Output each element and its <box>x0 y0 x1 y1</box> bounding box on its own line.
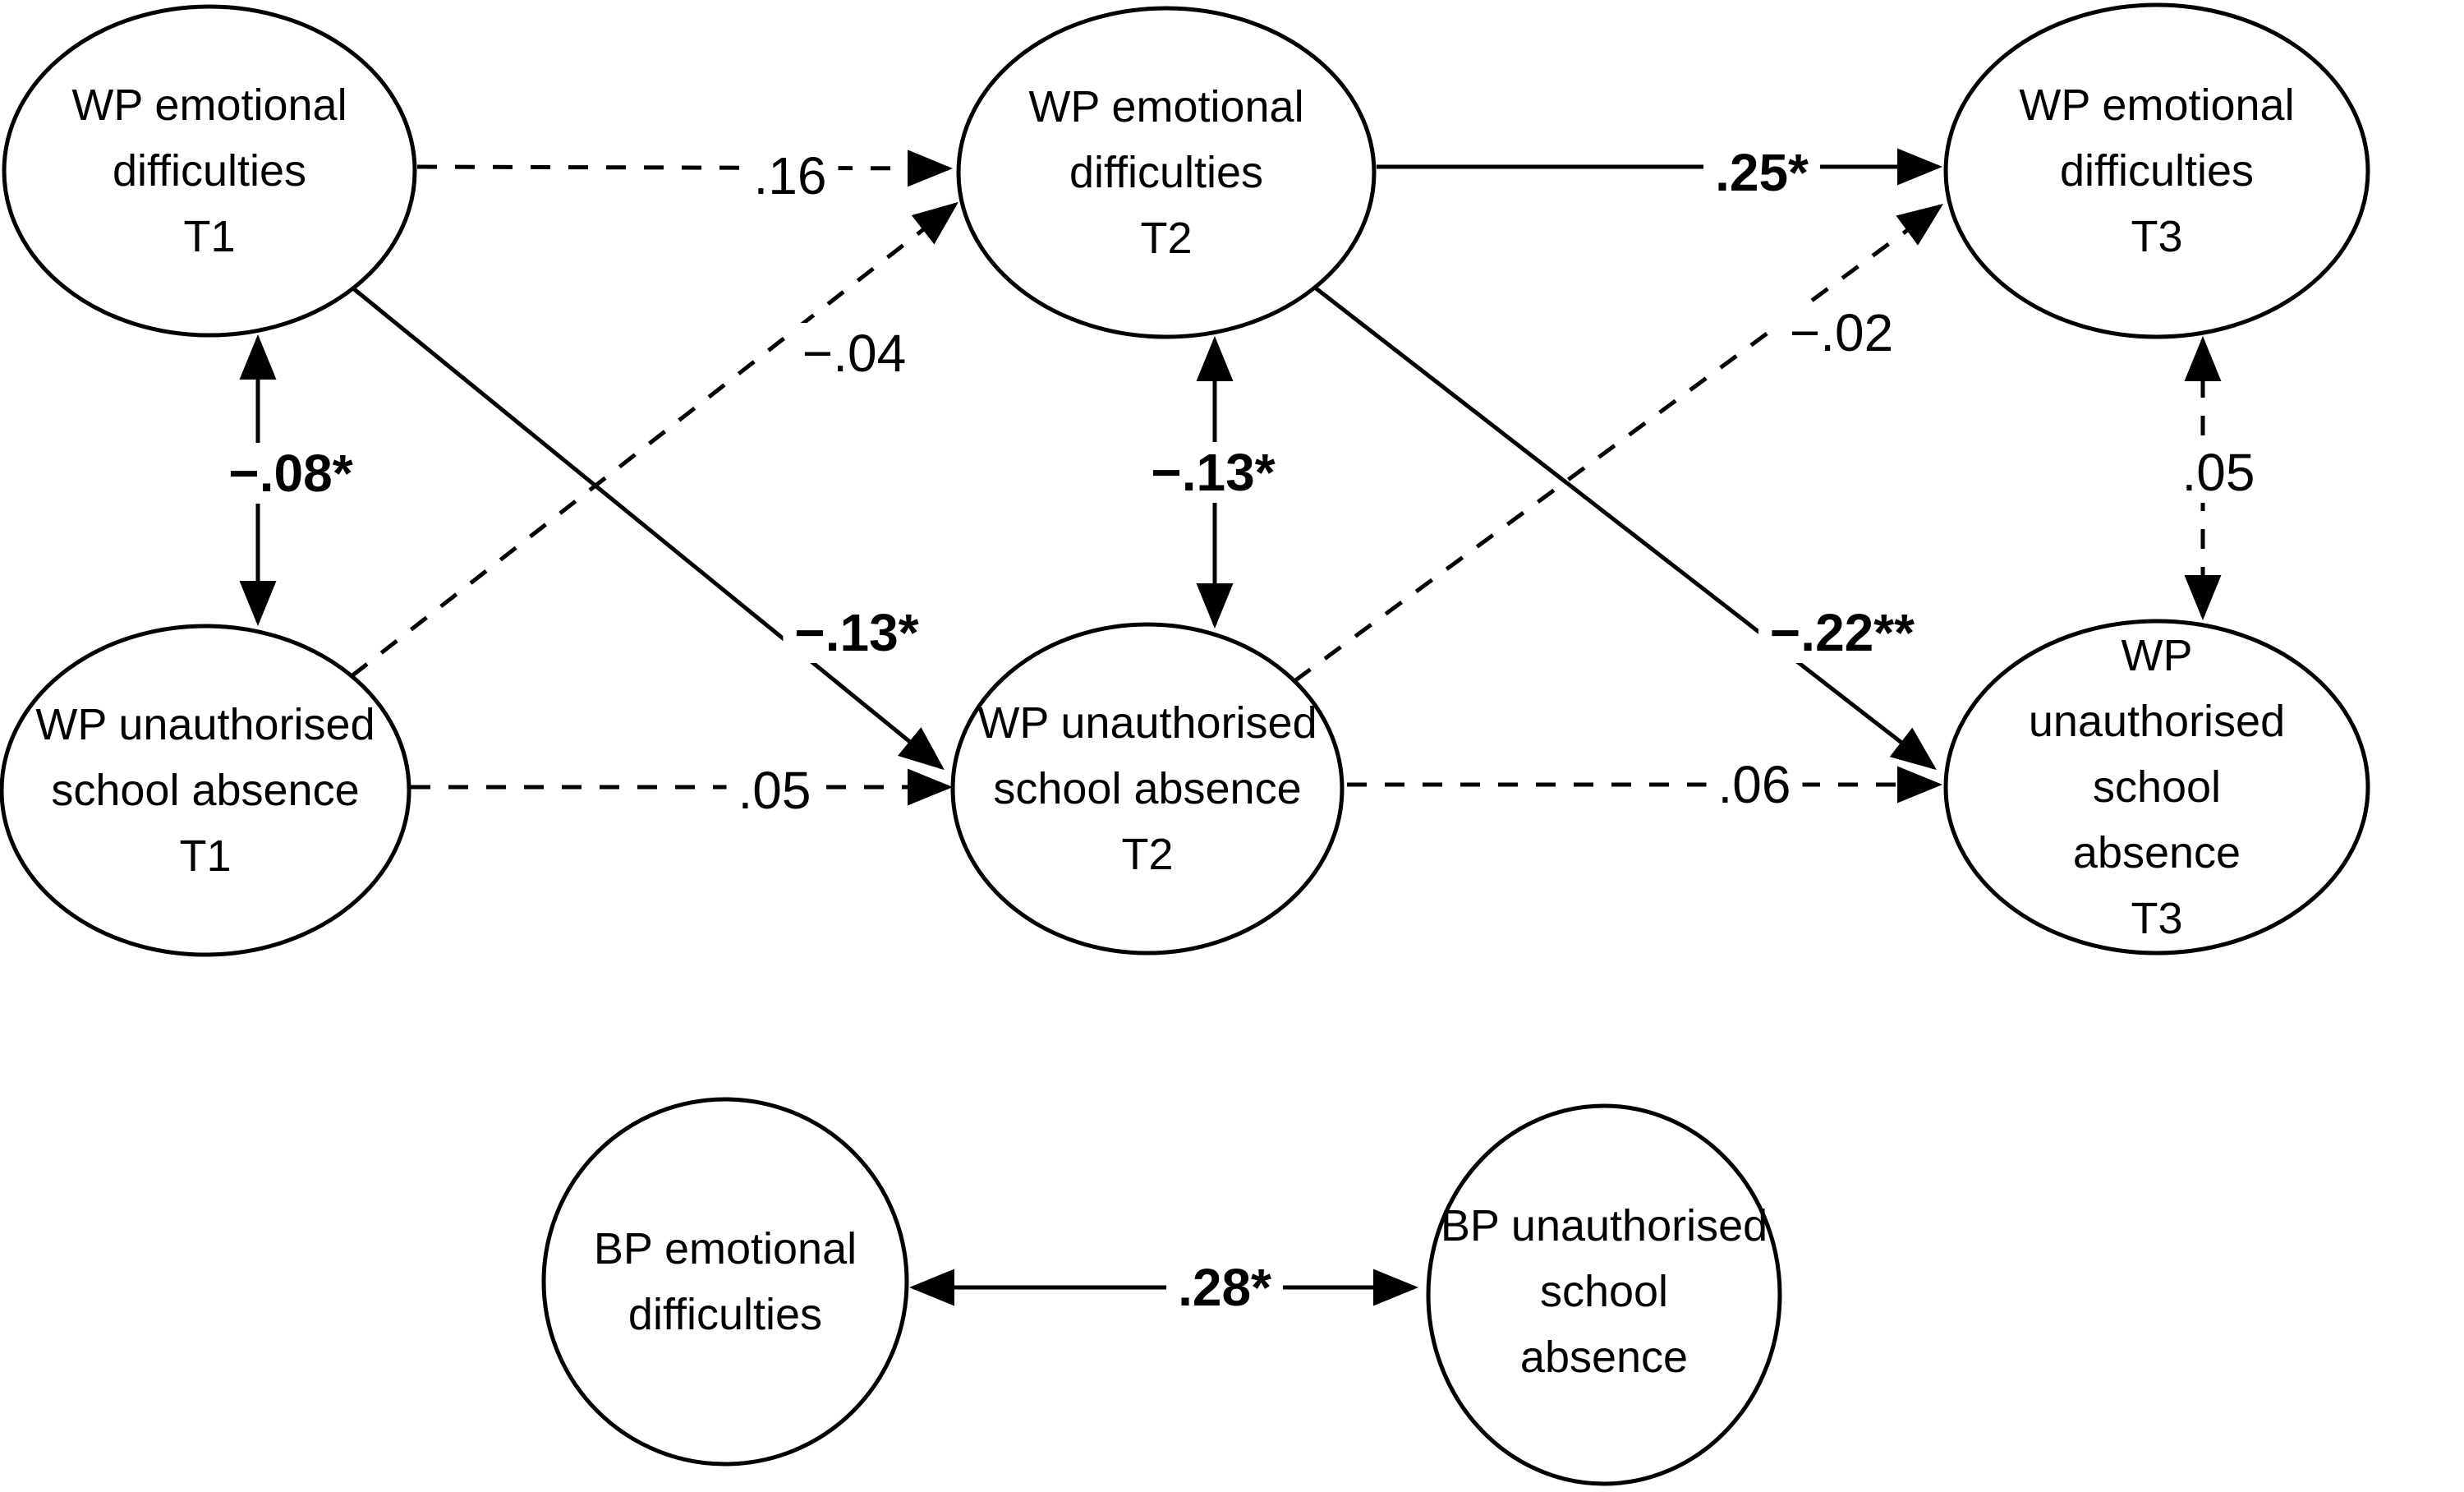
node-wp-abs-t2-ellipse <box>950 622 1345 956</box>
edge-cross-abs-t1-emo-t2 <box>350 201 958 678</box>
edge-cross-emo-t2-abs-t3 <box>1313 286 1937 771</box>
node-wp-abs-t1-ellipse <box>0 624 411 957</box>
node-wp-abs-t3-ellipse <box>1943 619 2370 956</box>
edge-stability-emo-t1-t2 <box>416 150 953 187</box>
node-bp-emo-circle <box>541 1097 909 1467</box>
coef-cross-abs-t2-emo-t3: −.02 <box>1777 302 1905 363</box>
coef-correlation-t1: −.08* <box>217 443 365 504</box>
coef-stability-emo-t1-t2: .16 <box>742 145 839 206</box>
coef-cross-emo-t1-abs-t2: −.13* <box>783 602 931 663</box>
coef-cross-emo-t2-abs-t3: −.22** <box>1758 602 1927 663</box>
coef-stability-abs-t2-t3: .06 <box>1706 754 1803 815</box>
node-wp-emo-t3-ellipse <box>1943 2 2370 339</box>
coef-cross-abs-t1-emo-t2: −.04 <box>790 323 918 384</box>
node-wp-emo-t1-ellipse <box>2 4 417 338</box>
edge-cross-emo-t1-abs-t2 <box>352 287 945 771</box>
coef-stability-emo-t2-t3: .25* <box>1703 142 1820 203</box>
node-bp-abs-circle <box>1426 1103 1782 1486</box>
coef-correlation-t3: .05 <box>2170 442 2267 503</box>
node-wp-emo-t2-ellipse <box>956 6 1377 339</box>
coef-correlation-t2: −.13* <box>1139 442 1287 503</box>
coef-correlation-bp: .28* <box>1166 1257 1283 1318</box>
coef-stability-abs-t1-t2: .05 <box>726 760 823 821</box>
